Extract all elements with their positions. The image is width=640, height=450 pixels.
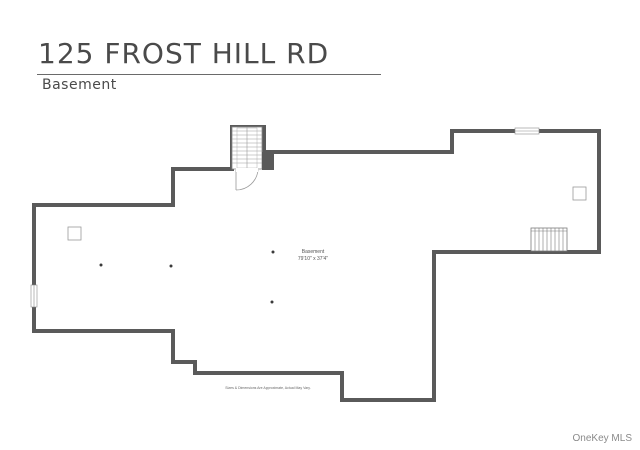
exterior-walls <box>32 125 601 402</box>
dimensions-disclaimer: Sizes & Dimensions Are Approximate, Actu… <box>225 386 310 390</box>
window-left <box>30 284 38 308</box>
support-column <box>262 152 274 170</box>
room-dimensions-label: 79'10" x 37'4" <box>298 256 328 262</box>
room-name-label: Basement <box>302 249 325 255</box>
floor-level-label: Basement <box>42 77 117 93</box>
property-address-title: 125 FROST HILL RD <box>38 37 330 70</box>
title-underline <box>37 74 381 75</box>
door-swing <box>235 168 259 191</box>
post-3 <box>271 250 275 254</box>
staircase-main <box>231 126 263 170</box>
staircase-right <box>530 227 568 252</box>
fixture-left <box>67 226 82 241</box>
window-top <box>514 127 540 135</box>
fixture-right <box>572 186 587 201</box>
post-2 <box>169 264 173 268</box>
mls-watermark: OneKey MLS <box>572 433 632 444</box>
post-1 <box>99 263 103 267</box>
post-4 <box>270 300 274 304</box>
